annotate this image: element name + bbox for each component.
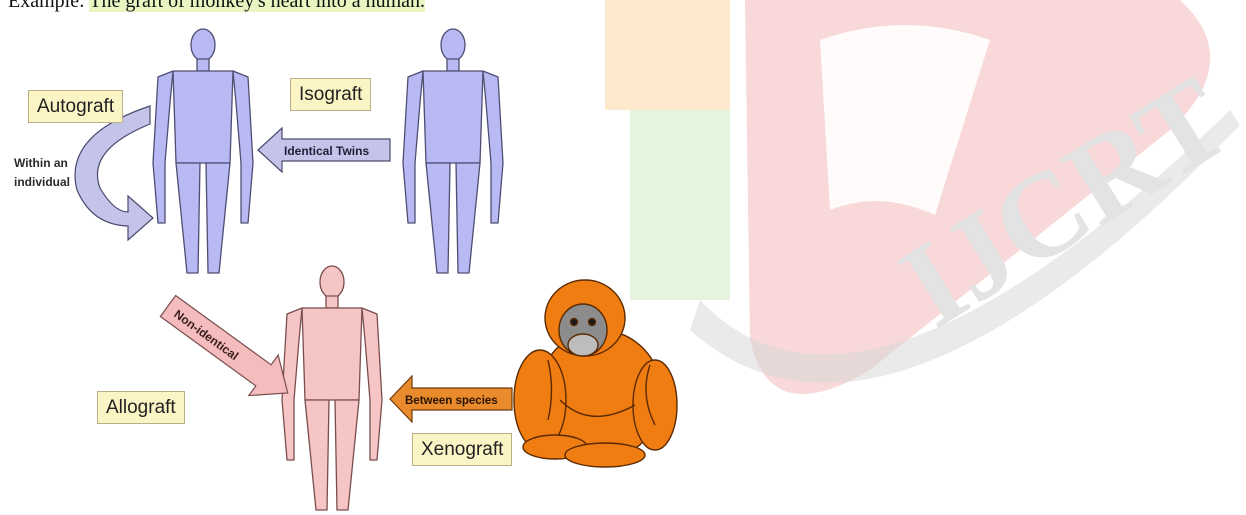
arrow-between-species-label: Between species <box>405 395 498 407</box>
autograft-label: Autograft <box>28 90 123 123</box>
allograft-label: Allograft <box>97 391 185 424</box>
within-individual-label-line1: Within an <box>14 156 68 170</box>
isograft-label: Isograft <box>290 78 371 111</box>
human-figure-autograft <box>153 29 253 273</box>
curved-arrow-within-individual <box>75 106 153 240</box>
arrow-identical-twins-label: Identical Twins <box>284 144 369 158</box>
ape-illustration <box>514 280 677 467</box>
human-figure-recipient <box>282 266 382 510</box>
within-individual-label-line2: individual <box>14 175 70 189</box>
xenograft-label: Xenograft <box>412 433 512 466</box>
human-figure-isograft-twin <box>403 29 503 273</box>
